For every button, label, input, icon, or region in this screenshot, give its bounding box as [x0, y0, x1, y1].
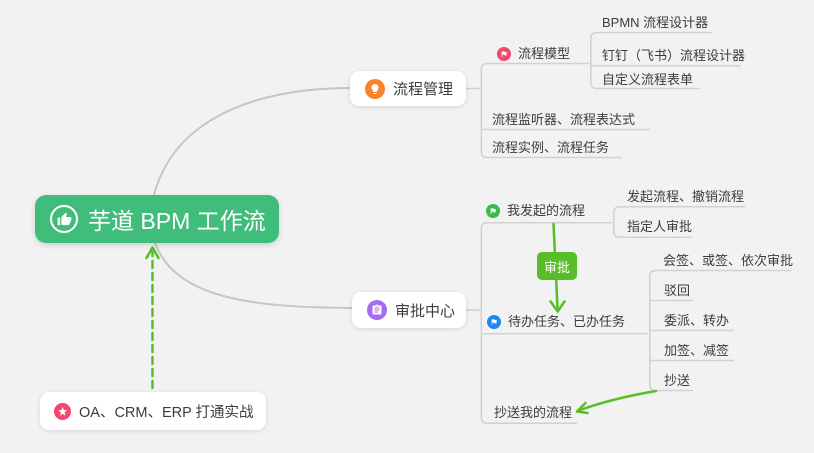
topic-initiate-cancel[interactable]: 发起流程、撤销流程: [627, 188, 745, 204]
flag-icon: [486, 204, 500, 218]
topic-custom-form[interactable]: 自定义流程表单: [602, 72, 694, 87]
flag-icon: [497, 46, 511, 61]
branch-label: 审批中心: [395, 302, 456, 320]
relation-copy-arrowhead: [575, 401, 589, 415]
note-node-oa-crm-erp[interactable]: OA、CRM、ERP 打通实战: [40, 392, 266, 430]
thumbs-up-icon: [50, 205, 78, 233]
topic-bpmn-designer[interactable]: BPMN 流程设计器: [602, 14, 709, 30]
topic-dingtalk-designer[interactable]: 钉钉（飞书）流程设计器: [602, 47, 746, 63]
relation-approve-arrowhead: [549, 300, 566, 313]
topic-countersign[interactable]: 会签、或签、依次审批: [663, 252, 794, 268]
clipboard-icon: [367, 300, 387, 320]
topic-cc[interactable]: 抄送: [664, 372, 691, 388]
flag-icon: [487, 314, 501, 329]
topic-my-initiated[interactable]: 我发起的流程: [486, 203, 585, 219]
lightbulb-icon: [365, 78, 385, 99]
root-label: 芋道 BPM 工作流: [88, 208, 266, 234]
branch-process-management[interactable]: 流程管理: [350, 71, 466, 106]
relation-note-arrowhead: [145, 246, 160, 260]
topic-cc-my-process[interactable]: 抄送我的流程: [494, 405, 573, 421]
branch-label: 流程管理: [393, 81, 454, 98]
topic-delegate-transfer[interactable]: 委派、转办: [664, 312, 730, 328]
topic-reject[interactable]: 驳回: [664, 282, 691, 298]
star-icon: [54, 402, 71, 420]
topic-assignee-approve[interactable]: 指定人审批: [627, 219, 693, 235]
topic-process-model[interactable]: 流程模型: [497, 46, 570, 62]
relation-approve-text: 审批: [543, 259, 570, 275]
branch-approval-center[interactable]: 审批中心: [352, 292, 466, 328]
root-node[interactable]: 芋道 BPM 工作流: [35, 195, 279, 243]
topic-todo-done-tasks[interactable]: 待办任务、已办任务: [487, 314, 625, 330]
note-label: OA、CRM、ERP 打通实战: [79, 404, 254, 421]
topic-listener-expression[interactable]: 流程监听器、流程表达式: [492, 111, 636, 127]
topic-addsign-subsign[interactable]: 加签、减签: [664, 342, 730, 358]
topic-instance-task[interactable]: 流程实例、流程任务: [492, 139, 610, 155]
relation-approve-label[interactable]: 审批: [537, 252, 577, 280]
relation-copy-line: [578, 389, 658, 412]
